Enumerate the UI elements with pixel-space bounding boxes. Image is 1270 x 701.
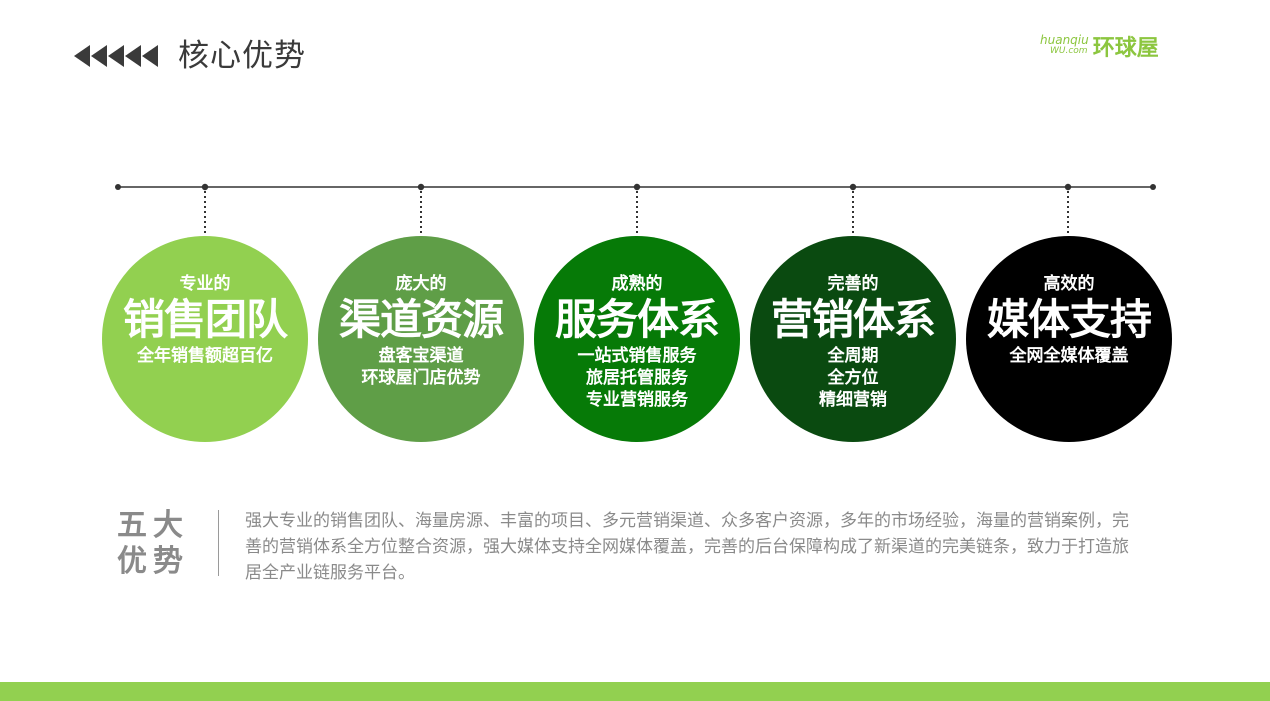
page-title: 核心优势: [178, 38, 306, 74]
timeline-node: [849, 183, 857, 236]
circle-detail: 一站式销售服务: [577, 346, 697, 366]
timeline-end-dot: [1150, 184, 1156, 190]
summary-paragraph: 强大专业的销售团队、海量房源、丰富的项目、多元营销渠道、众多客户资源，多年的市场…: [245, 511, 1129, 583]
circle-prefix: 庞大的: [395, 274, 447, 294]
circle-detail: 全方位: [827, 368, 879, 388]
logo-pinyin: huanqiu: [1040, 33, 1089, 47]
slide-header: 核心优势: [74, 38, 306, 74]
circle-detail: 全网全媒体覆盖: [1009, 346, 1129, 366]
timeline-node: [1064, 183, 1072, 236]
circle-heading: 媒体支持: [986, 295, 1152, 344]
advantage-circle-channel-resources: 庞大的 渠道资源 盘客宝渠道 环球屋门店优势: [318, 236, 524, 442]
circle-prefix: 完善的: [827, 274, 879, 294]
circle-detail: 全年销售额超百亿: [137, 346, 273, 366]
circle-prefix: 成熟的: [611, 274, 663, 294]
timeline-end-dot: [115, 184, 121, 190]
circle-prefix: 专业的: [179, 274, 231, 294]
circle-detail: 旅居托管服务: [586, 368, 688, 388]
advantage-circle-service-system: 成熟的 服务体系 一站式销售服务 旅居托管服务 专业营销服务: [534, 236, 740, 442]
circle-prefix: 高效的: [1043, 274, 1095, 294]
logo-domain: WU.com: [1050, 46, 1088, 56]
circle-detail: 盘客宝渠道: [378, 346, 464, 366]
rewind-arrows-icon: [74, 43, 160, 69]
circle-heading: 营销体系: [770, 295, 936, 344]
bottom-accent-bar: [0, 682, 1270, 701]
circle-detail: 精细营销: [819, 390, 887, 410]
timeline-node: [417, 183, 425, 236]
logo-name: 环球屋: [1092, 36, 1159, 61]
circle-detail: 专业营销服务: [586, 390, 688, 410]
brand-logo: huanqiu WU.com 环球屋: [1040, 32, 1159, 61]
timeline-node: [633, 183, 641, 236]
advantage-circle-marketing-system: 完善的 营销体系 全周期 全方位 精细营销: [750, 236, 956, 442]
circle-detail: 环球屋门店优势: [361, 368, 481, 388]
circle-heading: 销售团队: [122, 295, 288, 344]
summary-divider: [218, 510, 219, 576]
circle-heading: 渠道资源: [338, 295, 504, 344]
circle-detail: 全周期: [827, 346, 879, 366]
timeline-node: [201, 183, 209, 236]
advantage-circle-media-support: 高效的 媒体支持 全网全媒体覆盖: [966, 236, 1172, 442]
summary-heading: 五大 优势: [117, 508, 189, 579]
circle-heading: 服务体系: [554, 295, 720, 344]
advantage-circle-sales-team: 专业的 销售团队 全年销售额超百亿: [102, 236, 308, 442]
